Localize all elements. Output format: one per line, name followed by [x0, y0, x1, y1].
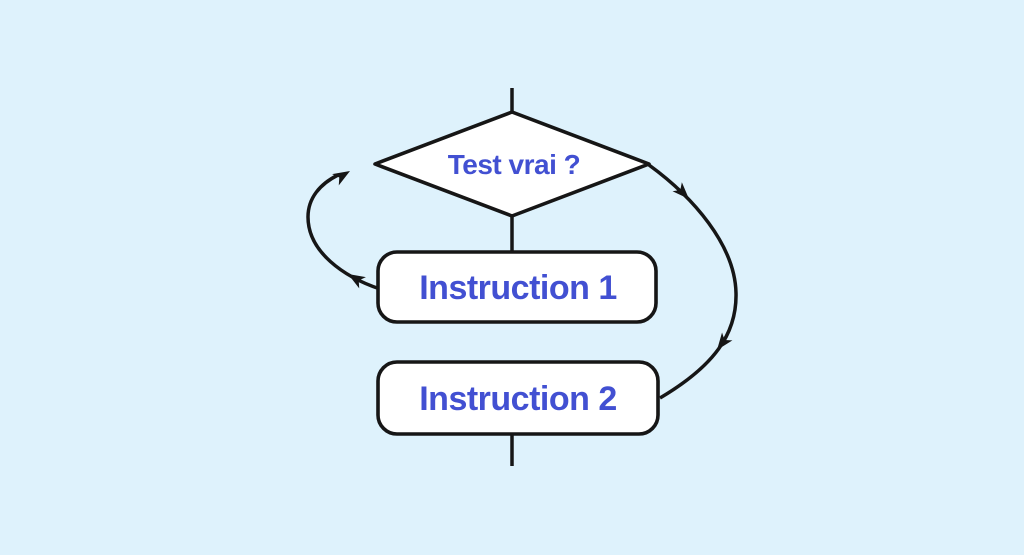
bypass-edge: [647, 163, 738, 400]
instruction1-label: Instruction 1: [419, 269, 617, 307]
loop-back-end-arrowhead-icon: [332, 171, 350, 186]
loop-back-mid-arrowhead-icon: [348, 274, 366, 289]
loop-back-edge: [306, 173, 381, 291]
decision-diamond: [373, 110, 651, 218]
instruction2-box: [376, 360, 660, 436]
bypass-end-arrowhead-icon: [717, 332, 733, 350]
instruction2-label: Instruction 2: [419, 380, 617, 418]
decision-label: Test vrai ?: [448, 149, 580, 180]
bypass-mid-arrowhead-icon: [672, 182, 689, 199]
instruction1-box: [376, 250, 658, 324]
